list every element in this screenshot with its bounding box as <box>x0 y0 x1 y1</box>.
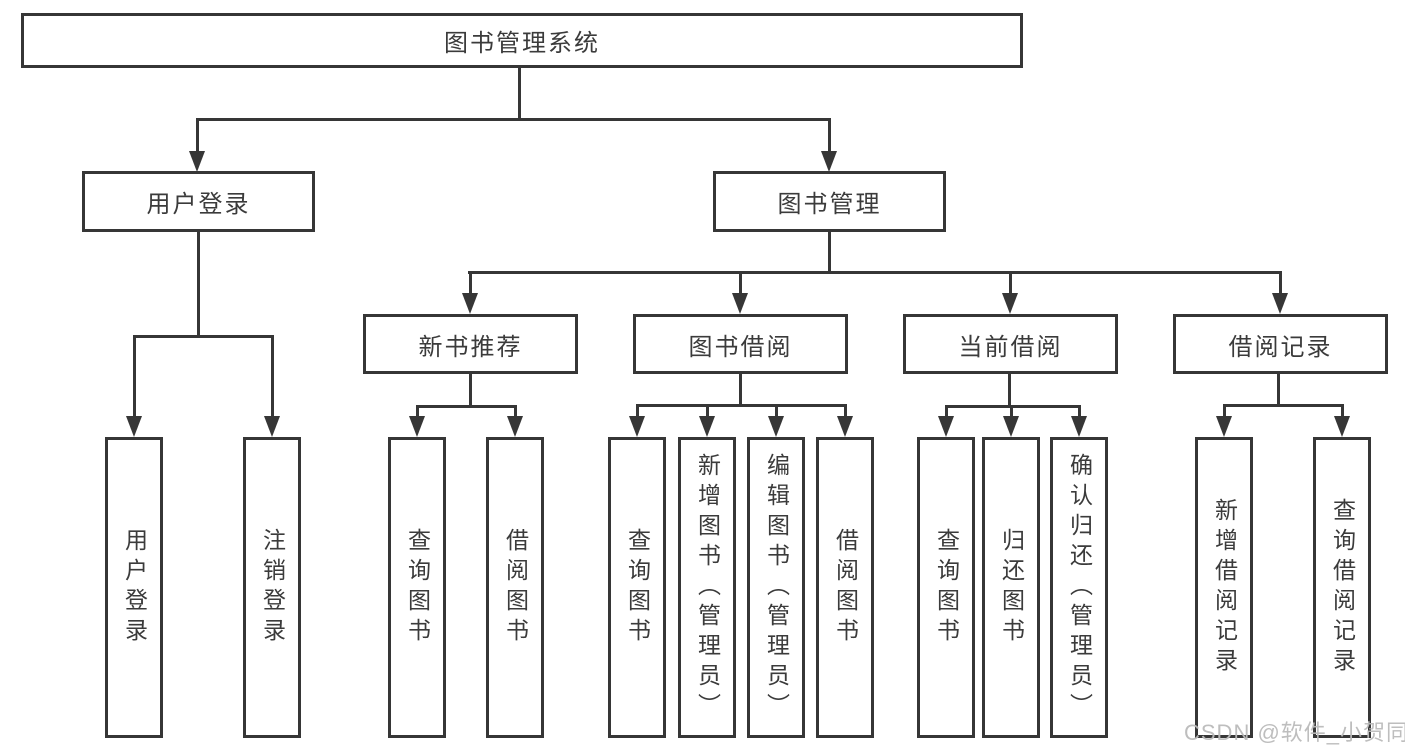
connector-line <box>197 231 200 338</box>
arrowhead-down-icon <box>1002 293 1018 314</box>
arrowhead-down-icon <box>1071 416 1087 437</box>
node-label: 当前借阅 <box>958 333 1063 361</box>
connector-line <box>196 118 831 121</box>
connector-line <box>468 271 1282 274</box>
csdn-watermark: CSDN @软件_小贺同学 <box>1184 720 1405 745</box>
connector-line <box>469 373 472 408</box>
node-book-management: 图书管理 <box>713 171 946 232</box>
leaf-query-books-current: 查询图书 <box>917 437 975 738</box>
leaf-query-books-recommend: 查询图书 <box>388 437 446 738</box>
leaf-query-borrow-record: 查询借阅记录 <box>1313 437 1371 738</box>
connector-line <box>1010 405 1013 416</box>
node-label: 图书管理 <box>777 191 882 218</box>
leaf-logout: 注销登录 <box>243 437 301 738</box>
connector-line <box>133 335 274 338</box>
leaf-add-borrow-record: 新增借阅记录 <box>1195 437 1253 738</box>
connector-line <box>416 405 419 416</box>
connector-line <box>739 271 742 293</box>
leaf-label: 用户登录 <box>121 527 148 648</box>
node-book-borrowing: 图书借阅 <box>633 314 848 374</box>
leaf-query-books-borrowing: 查询图书 <box>608 437 666 738</box>
connector-line <box>636 404 847 407</box>
leaf-edit-books-admin: 编辑图书（管理员） <box>747 437 805 738</box>
arrowhead-down-icon <box>1272 293 1288 314</box>
arrowhead-down-icon <box>462 293 478 314</box>
connector-line <box>1078 405 1081 416</box>
leaf-label: 新增借阅记录 <box>1211 497 1238 678</box>
leaf-label: 查询图书 <box>404 527 431 648</box>
arrowhead-down-icon <box>1334 416 1350 437</box>
connector-line <box>518 68 521 121</box>
connector-line <box>469 271 472 293</box>
leaf-label: 确认归还（管理员） <box>1066 452 1093 723</box>
leaf-label: 归还图书 <box>998 527 1025 648</box>
node-label: 图书借阅 <box>688 333 793 361</box>
leaf-borrow-books: 借阅图书 <box>816 437 874 738</box>
leaf-add-books-admin: 新增图书（管理员） <box>678 437 736 738</box>
arrowhead-down-icon <box>699 416 715 437</box>
leaf-label: 新增图书（管理员） <box>694 452 721 723</box>
connector-line <box>844 404 847 416</box>
connector-line <box>706 404 709 416</box>
connector-line <box>1223 404 1344 407</box>
connector-line <box>1008 373 1011 408</box>
connector-line <box>945 405 948 416</box>
node-label: 借阅记录 <box>1228 333 1333 361</box>
arrowhead-down-icon <box>629 416 645 437</box>
connector-line <box>196 118 199 151</box>
leaf-label: 注销登录 <box>259 527 286 648</box>
node-label: 新书推荐 <box>418 333 523 361</box>
leaf-label: 借阅图书 <box>502 527 529 648</box>
connector-line <box>416 405 517 408</box>
connector-line <box>133 335 136 416</box>
leaf-return-books: 归还图书 <box>982 437 1040 738</box>
arrowhead-down-icon <box>768 416 784 437</box>
connector-line <box>1279 271 1282 293</box>
leaf-label: 借阅图书 <box>832 527 859 648</box>
node-user-login: 用户登录 <box>82 171 315 232</box>
leaf-label: 查询图书 <box>624 527 651 648</box>
connector-line <box>1277 373 1280 407</box>
arrowhead-down-icon <box>507 416 523 437</box>
arrowhead-down-icon <box>264 416 280 437</box>
node-new-book-recommend: 新书推荐 <box>363 314 578 374</box>
arrowhead-down-icon <box>938 416 954 437</box>
connector-line <box>271 335 274 416</box>
connector-line <box>945 405 1081 408</box>
arrowhead-down-icon <box>1216 416 1232 437</box>
node-current-borrowing: 当前借阅 <box>903 314 1118 374</box>
leaf-label: 编辑图书（管理员） <box>763 452 790 723</box>
leaf-label: 查询图书 <box>933 527 960 648</box>
arrowhead-down-icon <box>409 416 425 437</box>
arrowhead-down-icon <box>1003 416 1019 437</box>
leaf-user-login: 用户登录 <box>105 437 163 738</box>
node-root-label: 图书管理系统 <box>444 30 600 57</box>
leaf-borrow-books-recommend: 借阅图书 <box>486 437 544 738</box>
connector-line <box>514 405 517 416</box>
node-borrow-records: 借阅记录 <box>1173 314 1388 374</box>
arrowhead-down-icon <box>821 151 837 172</box>
connector-line <box>1223 404 1226 416</box>
node-label: 用户登录 <box>146 191 251 218</box>
node-root: 图书管理系统 <box>21 13 1023 68</box>
connector-line <box>636 404 639 416</box>
connector-line <box>1341 404 1344 416</box>
connector-line <box>828 231 831 274</box>
connector-line <box>828 118 831 151</box>
arrowhead-down-icon <box>732 293 748 314</box>
arrowhead-down-icon <box>837 416 853 437</box>
arrowhead-down-icon <box>189 151 205 172</box>
connector-line <box>739 373 742 407</box>
arrowhead-down-icon <box>126 416 142 437</box>
connector-line <box>775 404 778 416</box>
connector-line <box>1009 271 1012 293</box>
leaf-confirm-return-admin: 确认归还（管理员） <box>1050 437 1108 738</box>
leaf-label: 查询借阅记录 <box>1329 497 1356 678</box>
